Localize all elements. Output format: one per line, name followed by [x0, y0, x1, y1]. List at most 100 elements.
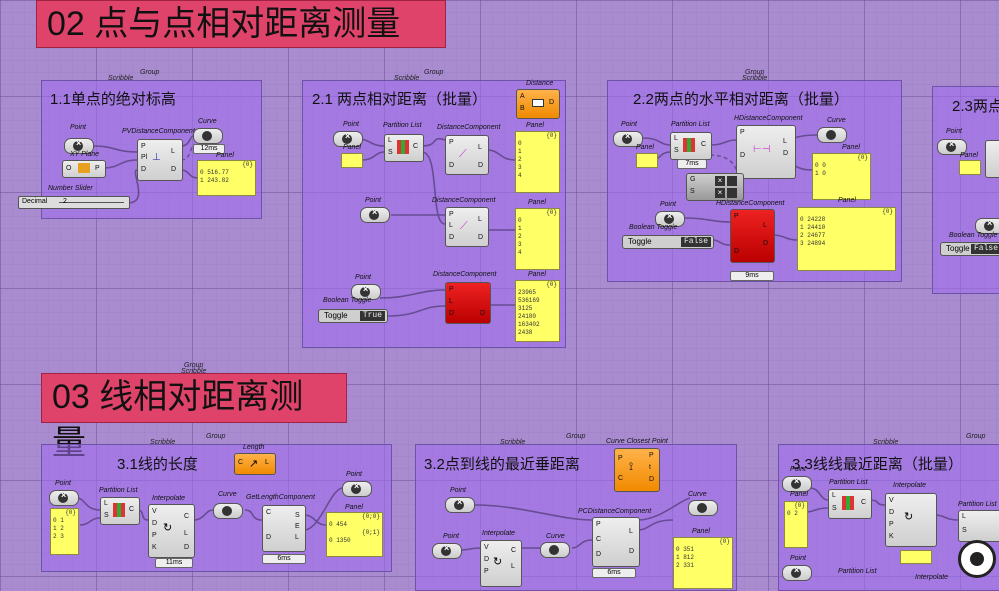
label-point: Point	[790, 466, 806, 473]
pcdistance-component[interactable]: P C D L D	[592, 517, 640, 567]
section-title-03: 03 线相对距离测量	[52, 378, 304, 462]
scribble-tag: Scribble	[108, 75, 134, 82]
panel-output-3[interactable]: {0} 23965 536169 3125 24180 163402 2438	[515, 280, 560, 342]
panel-output[interactable]: {0} 0 516.77 1 243.82	[197, 160, 256, 196]
point-param[interactable]: ×	[49, 490, 79, 506]
xyplane-component[interactable]: O P	[62, 160, 106, 178]
pvdistance-component[interactable]: P Pl D L D ⊥	[137, 139, 183, 181]
getlength-component[interactable]: C D S E L	[262, 505, 306, 552]
label-panel: Panel	[842, 144, 860, 151]
pin-c: C	[618, 475, 624, 482]
point-param[interactable]: ×	[937, 139, 967, 155]
panel-output-2[interactable]: {0} 0 1 2 3 4	[515, 208, 560, 270]
label-point: Point	[946, 128, 962, 135]
panel-output[interactable]: {0} 0 0 1 0	[812, 153, 871, 200]
point-param[interactable]: ×	[360, 207, 390, 223]
distance-component[interactable]: A B D	[516, 89, 560, 119]
panel-output-1[interactable]: {0} 0 1 2 3 4	[515, 131, 560, 193]
cross-icon: ×	[61, 490, 67, 500]
point-param[interactable]: ×	[782, 476, 812, 492]
panel-input-points[interactable]: {0} 0 1 1 2 2 3	[50, 508, 79, 555]
curve-param[interactable]	[817, 127, 847, 143]
boolean-toggle[interactable]: Toggle True	[318, 309, 388, 323]
label-point: Point	[355, 274, 371, 281]
pin-s: S	[832, 505, 837, 512]
boolean-toggle[interactable]: Toggle False	[940, 242, 999, 256]
point-param[interactable]: ×	[432, 543, 462, 559]
curve-param[interactable]	[540, 542, 570, 558]
curve-param[interactable]	[193, 128, 223, 144]
close-icon[interactable]: ×	[715, 188, 725, 198]
gear-icon[interactable]	[958, 540, 996, 578]
pin-c: C	[129, 506, 135, 513]
panel-input[interactable]: {0} 0 2	[784, 501, 808, 548]
distance-component-1[interactable]: P D L D ⟋	[445, 135, 489, 175]
label-partition: Partition List	[829, 479, 868, 486]
panel-output-pc[interactable]: {0} 0 351 1 812 2 331	[673, 537, 733, 589]
pin-d-out: D	[171, 166, 177, 173]
distance-component-3[interactable]: P L D D	[445, 282, 491, 324]
panel-head: {0}	[546, 132, 557, 139]
pin-d-out: D	[783, 150, 789, 157]
panel-input[interactable]	[636, 153, 658, 168]
cross-icon: ×	[987, 218, 993, 228]
boolean-toggle[interactable]: Toggle False	[622, 235, 714, 249]
scribble-tag: Scribble	[394, 75, 420, 82]
interpolate-component[interactable]: V D P K ↻	[885, 493, 937, 547]
partition-list-component[interactable]: L S C	[670, 132, 712, 160]
point-param[interactable]: ×	[351, 284, 381, 300]
square-icon[interactable]	[727, 176, 737, 186]
interpolate-component[interactable]: V D P K C L D ↻	[148, 504, 195, 558]
interpolate-component[interactable]: V D P C L ↻	[480, 540, 522, 587]
partition-list-component[interactable]: L S	[958, 510, 999, 542]
distance-icon: ⊢⊣	[753, 144, 771, 155]
length-component[interactable]: C ↗ L	[234, 453, 276, 475]
panel-input[interactable]	[341, 153, 363, 168]
timer: 6ms	[592, 568, 636, 578]
label-interpolate: Interpolate	[152, 495, 186, 502]
panel-output-hd[interactable]: {0} 0 24228 1 24410 2 24677 3 24894	[797, 207, 896, 271]
point-param[interactable]: ×	[613, 131, 643, 147]
point-param[interactable]: ×	[342, 481, 372, 497]
label-partition: Partition List	[383, 122, 422, 129]
partition-list-component[interactable]: L S C	[828, 489, 872, 519]
number-slider[interactable]: Decimal 2	[18, 196, 130, 209]
hdistance-component-1[interactable]: P D L D ⊢⊣	[736, 125, 796, 179]
label-partition: Partition List	[671, 121, 710, 128]
label-point: Point	[621, 121, 637, 128]
slider-track[interactable]	[59, 202, 124, 203]
hdistance-component-2[interactable]: P D L D	[730, 209, 775, 263]
label-distcomp: DistanceComponent	[437, 124, 501, 131]
partition-list-component-partial[interactable]	[985, 140, 999, 178]
label-panel: Panel	[960, 152, 978, 159]
partition-list-component[interactable]: L S C	[100, 497, 140, 525]
group-tag-03: Group	[184, 362, 204, 369]
group-2-3[interactable]	[932, 86, 999, 294]
panel-output-length[interactable]: {0;0} 0 454 {0;1} 0 1350	[326, 512, 383, 557]
pin-l-out: L	[478, 216, 482, 223]
point-param[interactable]: ×	[782, 565, 812, 581]
timer: 7ms	[677, 159, 707, 169]
close-icon[interactable]: ×	[715, 176, 725, 186]
point-param[interactable]: ×	[64, 138, 94, 154]
vector-component[interactable]: G S × ×	[686, 173, 744, 201]
pin-l: L	[104, 500, 108, 507]
panel-row: 24180	[518, 313, 537, 320]
point-param[interactable]: ×	[655, 211, 685, 227]
cross-icon: ×	[363, 284, 369, 294]
point-param[interactable]: ×	[445, 497, 475, 513]
distance-component-2[interactable]: P L D L D ⟋	[445, 207, 489, 247]
curve-param[interactable]	[213, 503, 243, 519]
partition-list-component[interactable]: L S C	[384, 134, 424, 162]
point-param[interactable]: ×	[975, 218, 999, 234]
pin-l: L	[783, 138, 787, 145]
panel-small[interactable]	[900, 550, 932, 564]
pin-l: L	[388, 137, 392, 144]
square-icon[interactable]	[727, 188, 737, 198]
point-param[interactable]: ×	[333, 131, 363, 147]
pin-p: P	[889, 521, 894, 528]
curve-closest-point-component[interactable]: P C P t D ⟟	[614, 448, 660, 492]
curve-param[interactable]	[688, 500, 718, 516]
pin-k: K	[889, 533, 894, 540]
panel-input[interactable]	[959, 160, 981, 175]
